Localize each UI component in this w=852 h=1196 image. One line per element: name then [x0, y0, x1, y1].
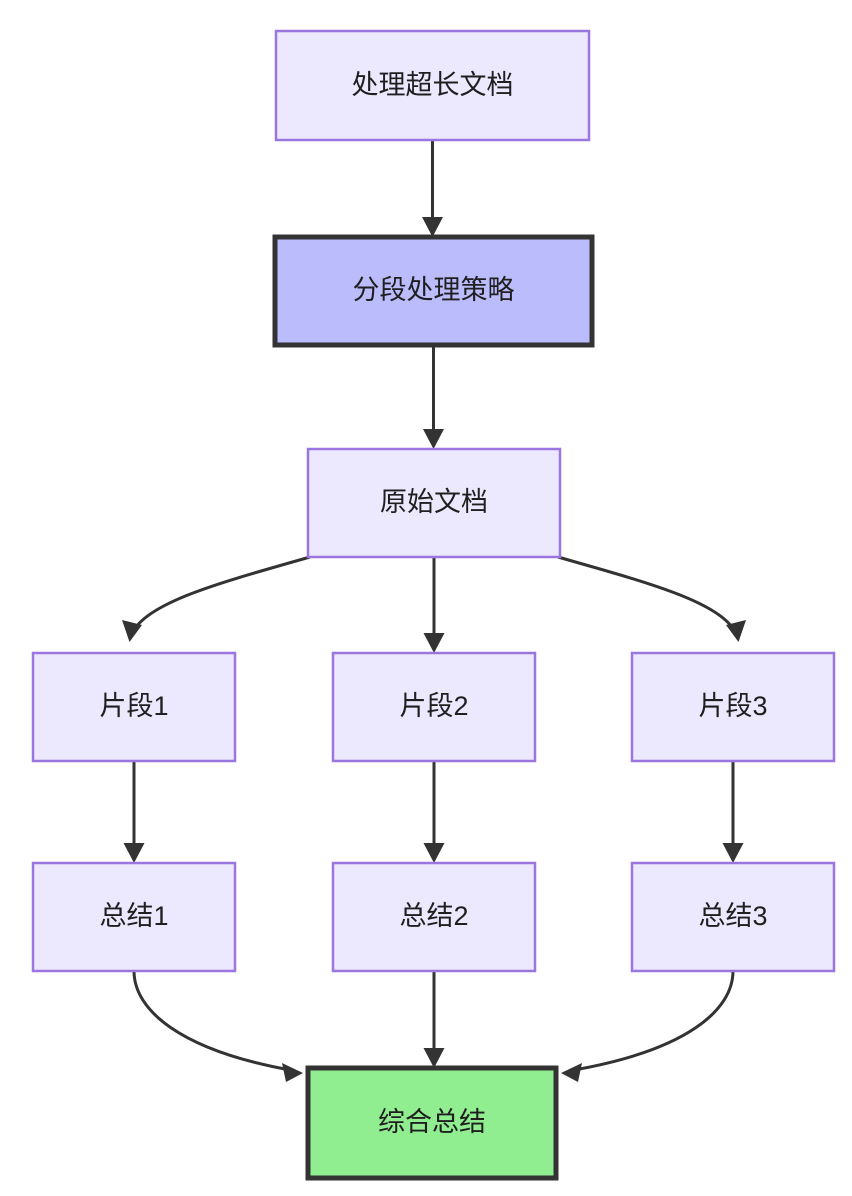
node-fragment-3[interactable]: 片段3: [630, 651, 836, 763]
edge-line: [132, 555, 311, 631]
edge-n3-n5: [423, 557, 445, 653]
arrow-head-icon: [123, 843, 145, 863]
node-box[interactable]: [272, 234, 595, 348]
node-box[interactable]: [630, 861, 836, 973]
node-box[interactable]: [31, 861, 237, 973]
edge-n4-n7: [123, 761, 145, 863]
edge-n2-n3: [423, 345, 444, 449]
node-original-document[interactable]: 原始文档: [306, 447, 562, 559]
edge-n8-n10: [423, 971, 445, 1068]
node-box[interactable]: [331, 651, 537, 763]
edge-layer: [122, 140, 746, 1082]
node-fragment-1[interactable]: 片段1: [31, 651, 237, 763]
edge-n3-n4: [122, 555, 311, 642]
node-summary-1[interactable]: 总结1: [31, 861, 237, 973]
node-box[interactable]: [31, 651, 237, 763]
node-box[interactable]: [274, 29, 591, 142]
arrow-head-icon: [422, 217, 443, 237]
arrow-head-icon: [722, 843, 744, 863]
edge-n6-n9: [722, 761, 744, 863]
arrow-head-icon: [423, 1048, 445, 1068]
node-box[interactable]: [305, 1065, 559, 1181]
node-fragment-2[interactable]: 片段2: [331, 651, 537, 763]
node-layer: 处理超长文档 分段处理策略 原始文档 片段1 片段2 片段3: [31, 29, 836, 1181]
node-chunking-strategy[interactable]: 分段处理策略: [272, 234, 595, 348]
arrow-head-icon: [561, 1063, 582, 1082]
arrow-head-icon: [122, 620, 142, 642]
node-summary-2[interactable]: 总结2: [331, 861, 537, 973]
arrow-head-icon: [726, 620, 746, 642]
edge-n9-n10: [561, 970, 735, 1082]
edge-line: [573, 970, 735, 1072]
edge-line: [132, 970, 291, 1072]
node-summary-3[interactable]: 总结3: [630, 861, 836, 973]
edge-line: [557, 555, 736, 631]
node-comprehensive-summary[interactable]: 综合总结: [305, 1065, 559, 1181]
edge-n3-n6: [557, 555, 746, 642]
edge-n7-n10: [132, 970, 303, 1082]
node-process-long-document[interactable]: 处理超长文档: [274, 29, 591, 142]
node-box[interactable]: [306, 447, 562, 559]
arrow-head-icon: [282, 1063, 303, 1082]
arrow-head-icon: [423, 429, 444, 449]
node-box[interactable]: [331, 861, 537, 973]
edge-n1-n2: [422, 140, 443, 237]
arrow-head-icon: [423, 633, 445, 653]
arrow-head-icon: [423, 843, 445, 863]
edge-n5-n8: [423, 761, 445, 863]
node-box[interactable]: [630, 651, 836, 763]
